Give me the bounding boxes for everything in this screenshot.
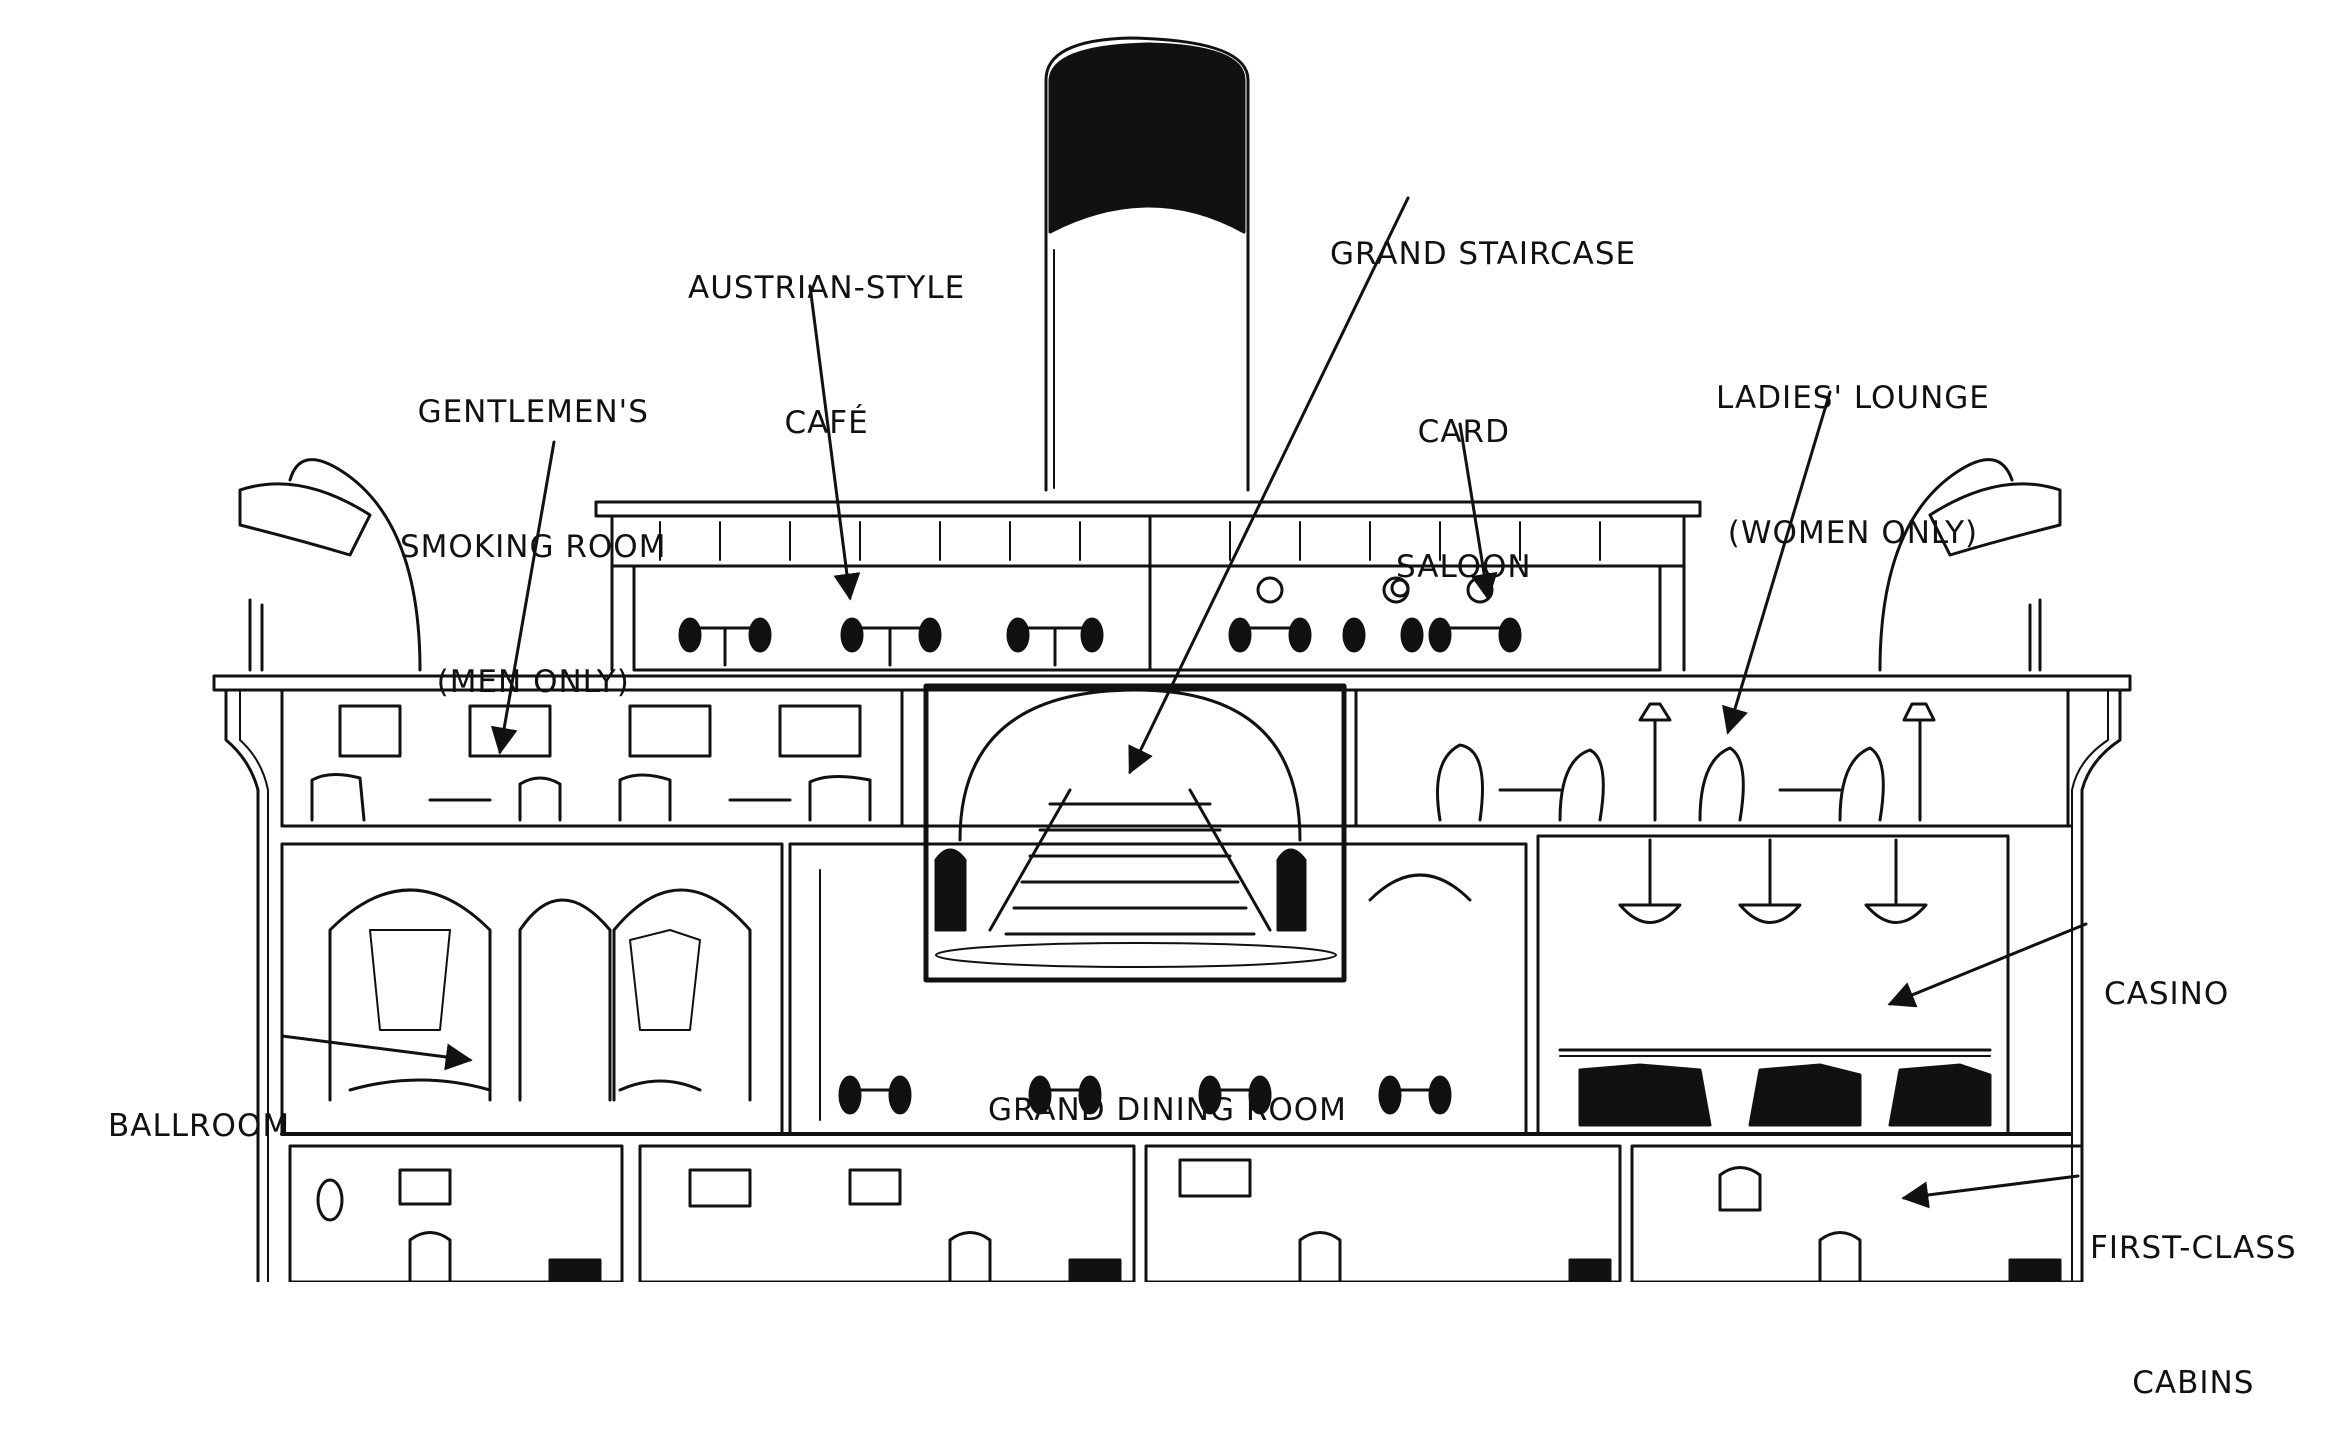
label-line: BALLROOM [108,1108,291,1144]
arrow-smoking-room [490,440,556,755]
deck-three [280,834,2072,1136]
label-grand-dining-room: GRAND DINING ROOM [988,998,1347,1178]
label-line: (MEN ONLY) [436,664,630,700]
label-line: (WOMEN ONLY) [1727,515,1979,551]
left-lamp [238,458,422,672]
arrow-austrian-cafe [808,284,861,601]
label-line: FIRST-CLASS [2090,1230,2297,1266]
label-ballroom: BALLROOM [108,1014,290,1194]
arrow-casino [1887,922,2088,1008]
ship-cross-section-diagram [212,36,2132,1282]
arrow-grand-staircase [1128,196,1410,775]
smokestack [1044,36,1250,492]
label-line: CAFÉ [784,405,869,441]
hull [212,674,2132,1282]
label-line: AUSTRIAN-STYLE [688,270,966,306]
label-card-saloon: CARD SALOON [1396,320,1532,635]
deck-two [280,683,2072,983]
arrow-ballroom [280,1034,473,1071]
label-austrian-cafe: AUSTRIAN-STYLE CAFÉ [688,176,965,491]
label-first-class-cabins: FIRST-CLASS CABINS [2090,1136,2297,1451]
label-line: SMOKING ROOM [400,529,667,565]
label-line: CABINS [2132,1365,2255,1401]
arrow-card-saloon [1458,422,1498,601]
label-line: LADIES' LOUNGE [1716,380,1990,416]
label-line: CARD [1417,414,1510,450]
label-line: GENTLEMEN'S [417,394,649,430]
callout-arrows [280,196,2088,1209]
label-line: GRAND DINING ROOM [988,1092,1347,1128]
deck-four-cabins [288,1144,2084,1282]
label-gentlemen-smoking-room: GENTLEMEN'S SMOKING ROOM (MEN ONLY) [400,300,666,750]
grand-staircase-drawing [934,688,1337,968]
upper-deck [594,500,1702,672]
label-casino: CASINO [2104,882,2229,1062]
arrow-first-class [1901,1174,2080,1209]
label-line: CASINO [2104,976,2230,1012]
right-lamp [1878,458,2062,672]
label-ladies-lounge: LADIES' LOUNGE (WOMEN ONLY) [1716,286,1990,601]
arrow-ladies-lounge [1722,390,1832,735]
label-line: SALOON [1396,549,1532,585]
label-grand-staircase: GRAND STAIRCASE [1330,142,1636,322]
label-line: GRAND STAIRCASE [1330,236,1637,272]
